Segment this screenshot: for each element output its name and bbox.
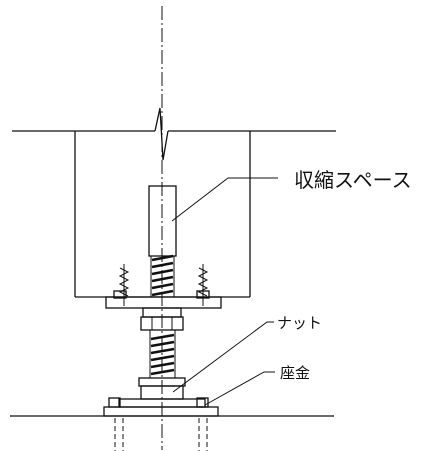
leader-washer: [204, 371, 275, 406]
embedded-anchor-left: [114, 418, 124, 451]
leader-shrink-space: [171, 177, 278, 222]
upper-thread: [151, 254, 174, 297]
label-shrink-space: 収縮スペース: [294, 168, 412, 192]
embedded-anchor-right: [198, 418, 208, 451]
anchor-screw-left: [118, 264, 130, 306]
upper-plate-nut-right: [196, 290, 210, 299]
lower-thread: [150, 333, 175, 376]
label-nut: ナット: [277, 314, 322, 332]
shrink-space-shank: [148, 185, 177, 257]
lower-base-plate: [103, 406, 219, 417]
anchor-bolt-head-right: [196, 397, 209, 408]
upper-nut: [140, 316, 184, 331]
leader-nut: [172, 321, 274, 393]
anchor-bolt-head-left: [108, 397, 121, 408]
label-washer: 座金: [280, 364, 310, 382]
break-mark: [154, 107, 169, 161]
anchor-screw-right: [197, 264, 209, 306]
upper-plate-nut-left: [113, 290, 127, 299]
